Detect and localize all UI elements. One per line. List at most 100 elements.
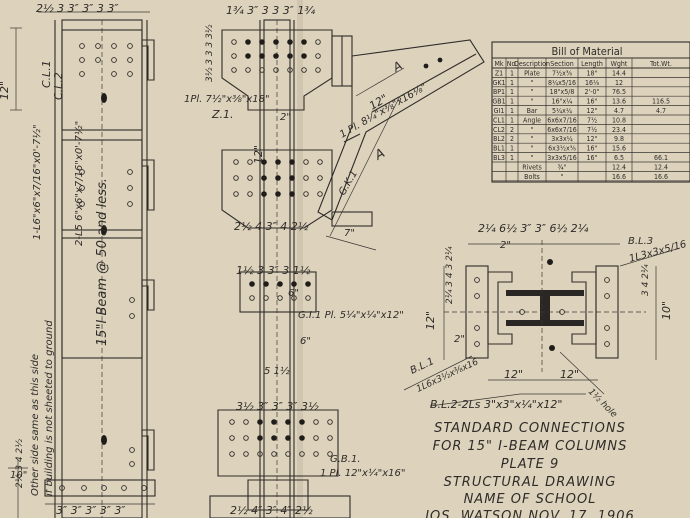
rivet — [263, 295, 269, 301]
rivet — [233, 191, 239, 197]
bom-header-cell: Mk — [494, 60, 503, 68]
rivet — [231, 39, 237, 45]
bom-cell: " — [531, 154, 534, 162]
rivet — [259, 39, 265, 45]
rivet — [245, 53, 251, 59]
bom-cell: 116.5 — [652, 98, 670, 106]
dim-ten: 10" — [10, 470, 27, 481]
title-line-4: STRUCTURAL DRAWING — [444, 475, 617, 490]
bom-cell: " — [531, 145, 534, 153]
bom-cell: 12" — [587, 107, 598, 115]
dim-left-vertical: 2½ 3 4 2½ — [15, 439, 25, 488]
bom-cell: GB1 — [492, 98, 505, 106]
label-bl2: B.L.2-2Ls 3"x3"x¼"x12" — [430, 398, 562, 411]
beam-note: 15"I Beam @ 50 and less. — [95, 178, 110, 346]
rivet — [271, 451, 277, 457]
bom-cell: 1 — [510, 154, 514, 162]
bom-cell: 16" — [587, 154, 598, 162]
bom-cell: 1 — [510, 69, 514, 77]
bom-cell: 1 — [510, 145, 514, 153]
bom-cell: 1 — [510, 107, 514, 115]
rivet — [317, 159, 323, 165]
bom-cell: 2 — [510, 126, 514, 134]
bom-header-cell: Tot.Wt. — [649, 60, 672, 68]
bom-cell: 4.7 — [656, 107, 666, 115]
rivet — [277, 281, 283, 287]
rivet — [291, 295, 297, 301]
bom-cell: BL2 — [493, 135, 505, 143]
rivet — [315, 67, 321, 73]
label-cl2: C.L.2 — [52, 72, 65, 100]
rivet — [289, 191, 295, 197]
rivet — [287, 39, 293, 45]
title-line-3: PLATE 9 — [501, 457, 560, 472]
rivet — [285, 451, 291, 457]
side-note-2: if building is not sheeted to ground — [44, 320, 55, 496]
title-block: STANDARD CONNECTIONS FOR 15" I-BEAM COLU… — [422, 421, 635, 518]
rivet — [315, 39, 321, 45]
rivet — [231, 67, 237, 73]
middle-rivets — [229, 39, 333, 457]
rivet — [289, 175, 295, 181]
bom-cell: Bolts — [524, 173, 540, 181]
rivet — [261, 159, 267, 165]
bom-cell: 7½ — [587, 116, 597, 124]
dim-bottom-a: 3½ 3″ 3″ 3″ 3½ — [236, 400, 319, 413]
bom-cell: 6x6x7/16 — [547, 126, 577, 134]
title-line-6: JOS. WATSON NOV. 17, 1906 — [422, 509, 635, 518]
angle-cl2: 2-L5 6"x6"x7/16"x0'-7½" — [73, 121, 85, 246]
bom-cell: 16"x¼ — [552, 98, 573, 106]
bom-cell: " — [531, 135, 534, 143]
bom-cell: GK1 — [492, 79, 505, 87]
rivet — [313, 419, 319, 425]
rivet — [299, 435, 305, 441]
bom-cell: 3x3x5/16 — [547, 154, 577, 162]
bom-cell: 8¼x5/16 — [548, 79, 576, 87]
rivet — [299, 419, 305, 425]
bom-cell: 18"x5/8 — [550, 88, 575, 96]
dim-five: 5 1½ — [264, 365, 290, 377]
rivet — [245, 67, 251, 73]
dim-mid-top: 1¾ 3″ 3 3 3″ 1¾ — [226, 4, 315, 17]
dim-six-b: 6" — [300, 336, 311, 347]
rivet — [303, 159, 309, 165]
bom-title: Bill of Material — [551, 45, 622, 58]
diagonal-brace — [317, 39, 485, 251]
label-gb1: G.B.1. — [330, 454, 361, 465]
bom-cell: 12" — [587, 135, 598, 143]
side-note-1: Other side same as this side — [30, 354, 41, 496]
bom-cell: " — [531, 79, 534, 87]
rivet — [285, 435, 291, 441]
rivet — [247, 175, 253, 181]
rivet — [313, 435, 319, 441]
rivet — [233, 159, 239, 165]
bom-cell: BL3 — [493, 154, 505, 162]
middle-column-elevation — [209, 19, 373, 518]
bom-cell: 6x6x7/16 — [547, 116, 577, 124]
bom-cell: 12.4 — [612, 163, 626, 171]
gb1-plate: 1 Pl. 12"x¼"x16" — [320, 467, 405, 479]
rivet — [249, 281, 255, 287]
bom-cell: 16" — [587, 145, 598, 153]
rivet — [275, 175, 281, 181]
z1-plate: 1Pl. 7½"x⅜"x18" — [184, 93, 270, 105]
bom-cell: 7½ — [587, 126, 597, 134]
bom-cell: 2'-0" — [585, 88, 600, 96]
bom-cell: CL1 — [493, 116, 505, 124]
bom-cell: 16⅛ — [585, 79, 599, 87]
rivet — [327, 451, 333, 457]
rivet — [305, 281, 311, 287]
rivet — [259, 67, 265, 73]
bom-cell: 16.6 — [612, 173, 626, 181]
rivet — [287, 53, 293, 59]
bom-cell: Angle — [523, 116, 541, 124]
title-line-1: STANDARD CONNECTIONS — [434, 421, 626, 436]
rivet — [243, 451, 249, 457]
rivet — [247, 191, 253, 197]
rivet — [247, 159, 253, 165]
dim-top-left: 2½ 3 3″ 3″ 3 3″ — [36, 2, 119, 15]
rivet — [261, 175, 267, 181]
dim-mid-lower: 1½ 3 3″ 3 1½ — [236, 264, 311, 277]
bom-cell: 6.5 — [614, 154, 624, 162]
rivet — [271, 419, 277, 425]
